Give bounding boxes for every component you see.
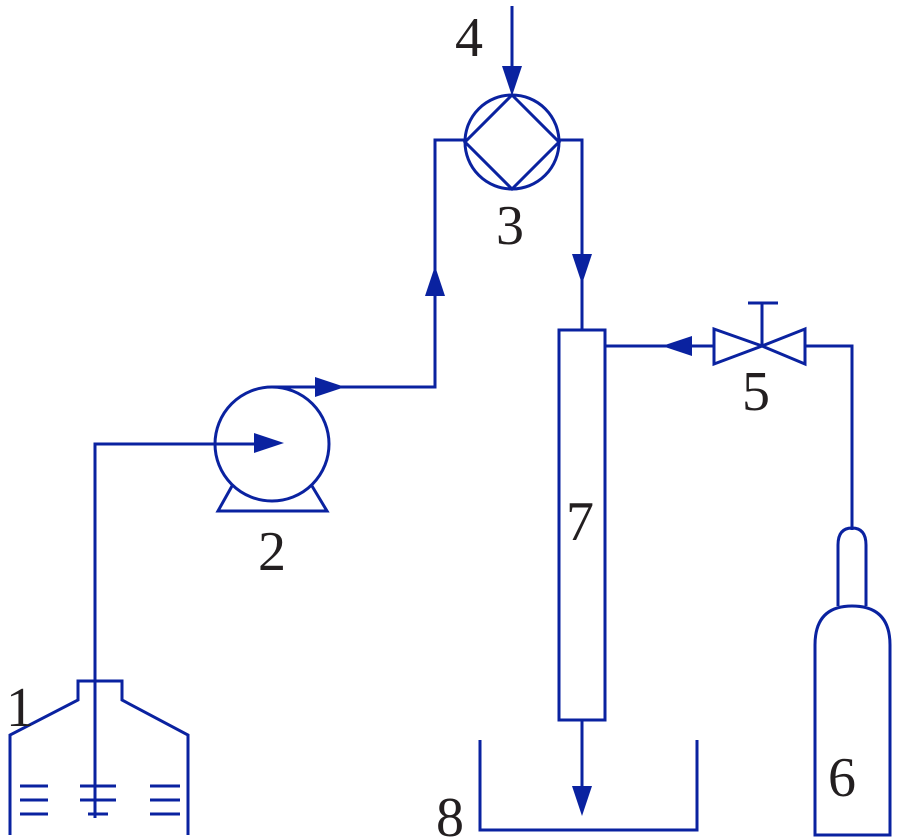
heat-exchanger-shell: [463, 93, 561, 191]
gas-cylinder: [813, 526, 892, 837]
tank-liquid-level-marks: [20, 784, 180, 816]
column-feed-pipe: [558, 138, 584, 330]
label-collector: 8: [436, 787, 464, 839]
label-pump: 2: [258, 521, 286, 583]
flow-arrow-inlet: [502, 66, 522, 96]
gas-cylinder-body: [813, 604, 892, 837]
label-tank: 1: [6, 677, 34, 739]
valve-body-right: [758, 326, 807, 367]
feed-tank: [8, 679, 190, 835]
heat-exchanger-diamond: [462, 92, 562, 192]
gas-supply-pipe: [805, 344, 854, 530]
collector: [478, 740, 699, 832]
flow-arrow-gas: [662, 336, 692, 356]
flow-arrow-column-feed: [572, 254, 592, 284]
flow-arrow-pump-inlet: [254, 433, 284, 453]
gas-cylinder-neck: [836, 526, 868, 606]
suction-pipe: [93, 442, 266, 818]
tank-body: [8, 679, 190, 835]
flow-arrow-riser: [425, 266, 445, 296]
label-heat-exchanger: 3: [496, 195, 524, 257]
valve-body-left: [712, 326, 767, 367]
discharge-pipe: [272, 138, 466, 389]
label-valve: 5: [742, 361, 770, 423]
valve: [712, 301, 807, 367]
label-inlet: 4: [455, 7, 483, 69]
pump: [213, 385, 331, 513]
heat-exchanger: [462, 92, 562, 192]
flow-arrow-discharge: [315, 377, 345, 397]
label-column: 7: [566, 491, 594, 553]
flow-arrow-outlet: [572, 786, 592, 816]
pump-base: [215, 485, 330, 513]
label-gas-cylinder: 6: [828, 747, 856, 809]
valve-stem-handle: [748, 301, 778, 346]
